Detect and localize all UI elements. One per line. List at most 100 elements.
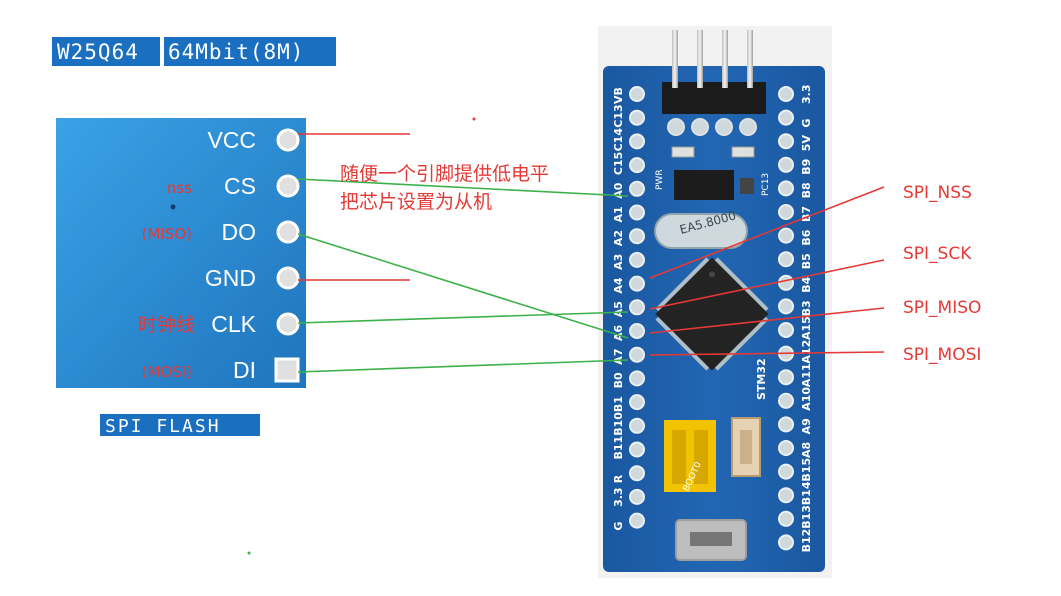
- header-pad: [692, 119, 708, 135]
- module-pin-pad: [278, 176, 298, 196]
- left-pad: [630, 371, 644, 385]
- left-pad: [630, 253, 644, 267]
- module-pin-signal: nss: [167, 179, 192, 197]
- left-pin-label: B1: [612, 396, 625, 412]
- left-pad: [630, 87, 644, 101]
- stm32-board: VBC13C14C15A0A1A2A3A4A5A6A7B0B1B10B11R3.…: [598, 26, 832, 578]
- left-pin-label: 3.3: [612, 487, 625, 507]
- reset-button: [732, 418, 760, 476]
- right-pad: [779, 111, 793, 125]
- right-pad: [779, 205, 793, 219]
- boot-jumper-left: [672, 430, 686, 484]
- flash-module: VCCCSnssDO(MISO)GNDCLK时钟线DI(MOSI): [56, 118, 306, 388]
- left-pin-label: C15: [612, 152, 625, 175]
- usb-connector: [676, 520, 746, 560]
- right-pin-label: B13: [800, 505, 813, 529]
- module-pin-signal: 时钟线: [138, 314, 195, 336]
- left-pin-label: A7: [612, 349, 625, 365]
- left-pin-label: B10: [612, 412, 625, 436]
- left-pin-label: G: [612, 522, 625, 531]
- boot-jumpers: BOOT0: [664, 420, 716, 493]
- right-pin-label: A15: [800, 316, 813, 340]
- spi-labels: SPI_NSSSPI_SCKSPI_MISOSPI_MOSI: [903, 183, 981, 365]
- left-pin-label: B11: [612, 436, 625, 460]
- right-pin-label: 5V: [800, 135, 813, 152]
- spi-label-spi-miso: SPI_MISO: [903, 298, 981, 318]
- right-pad: [779, 134, 793, 148]
- right-pad: [779, 276, 793, 290]
- reset-button-cap: [740, 430, 752, 464]
- cs-note-line1: 随便一个引脚提供低电平: [340, 163, 549, 185]
- module-pin-pad: [278, 222, 298, 242]
- left-pad: [630, 419, 644, 433]
- left-pad: [630, 300, 644, 314]
- module-pin-label: CLK: [211, 311, 256, 337]
- header-pad: [716, 119, 732, 135]
- right-pad: [779, 181, 793, 195]
- right-pin-label: A8: [800, 442, 813, 458]
- left-pin-label: A2: [612, 230, 625, 246]
- right-pin-label: B9: [800, 159, 813, 175]
- left-pin-label: B0: [612, 372, 625, 388]
- stray-dot: [248, 552, 251, 555]
- right-pin-label: B14: [800, 481, 813, 505]
- module-pin-signal: (MOSI): [142, 363, 192, 381]
- right-pad: [779, 323, 793, 337]
- module-pin-gnd: GND: [205, 265, 298, 291]
- left-pad: [630, 466, 644, 480]
- right-pin-label: 3.3: [800, 85, 813, 105]
- right-pad: [779, 370, 793, 384]
- left-pad: [630, 182, 644, 196]
- module-pin-label: VCC: [207, 127, 256, 153]
- left-pad: [630, 206, 644, 220]
- header-pin: [672, 30, 678, 88]
- right-pin-label: B8: [800, 182, 813, 198]
- right-pad: [779, 394, 793, 408]
- module-via-dot: [171, 205, 176, 210]
- mcu-silk: STM32: [755, 358, 768, 400]
- stray-dot: [473, 118, 476, 121]
- module-pin-label: DO: [222, 219, 257, 245]
- module-pin-vcc: VCC: [207, 127, 298, 153]
- left-pin-label: R: [612, 474, 625, 483]
- left-pad: [630, 395, 644, 409]
- wire-clk-to-a5: [298, 312, 628, 323]
- right-pad: [779, 252, 793, 266]
- usb-opening: [690, 532, 732, 546]
- regulator-tab: [740, 178, 754, 194]
- right-pin-label: A12: [800, 340, 813, 364]
- left-pad: [630, 490, 644, 504]
- module-pin-pad: [278, 130, 298, 150]
- right-pin-label: G: [800, 119, 813, 128]
- right-pin-label: B6: [800, 229, 813, 245]
- spi-label-spi-mosi: SPI_MOSI: [903, 345, 981, 365]
- module-pin-pad: [278, 268, 298, 288]
- right-pad: [779, 229, 793, 243]
- header-pin: [697, 30, 703, 88]
- left-pad: [630, 134, 644, 148]
- module-pin-label: GND: [205, 265, 256, 291]
- left-pin-label: A3: [612, 254, 625, 270]
- spi-label-spi-nss: SPI_NSS: [903, 183, 972, 203]
- right-pad: [779, 441, 793, 455]
- right-pad: [779, 158, 793, 172]
- wire-di-to-a7: [298, 360, 628, 372]
- module-pin-label: DI: [233, 357, 256, 383]
- left-pad: [630, 443, 644, 457]
- title: W25Q64 64Mbit(8M): [52, 37, 336, 66]
- cs-note: 随便一个引脚提供低电平 把芯片设置为从机: [340, 163, 549, 213]
- right-pin-label: B4: [800, 276, 813, 292]
- pc13-silk: PC13: [761, 173, 771, 196]
- right-pad: [779, 87, 793, 101]
- right-pad: [779, 299, 793, 313]
- left-pin-label: A1: [612, 206, 625, 222]
- right-pad: [779, 512, 793, 526]
- right-pad: [779, 417, 793, 431]
- module-caption: SPI FLASH: [100, 414, 260, 437]
- title-part-number: W25Q64: [57, 40, 139, 64]
- left-pin-label: VB: [612, 87, 625, 104]
- right-pin-label: B12: [800, 529, 813, 553]
- header-pad: [668, 119, 684, 135]
- left-pad: [630, 324, 644, 338]
